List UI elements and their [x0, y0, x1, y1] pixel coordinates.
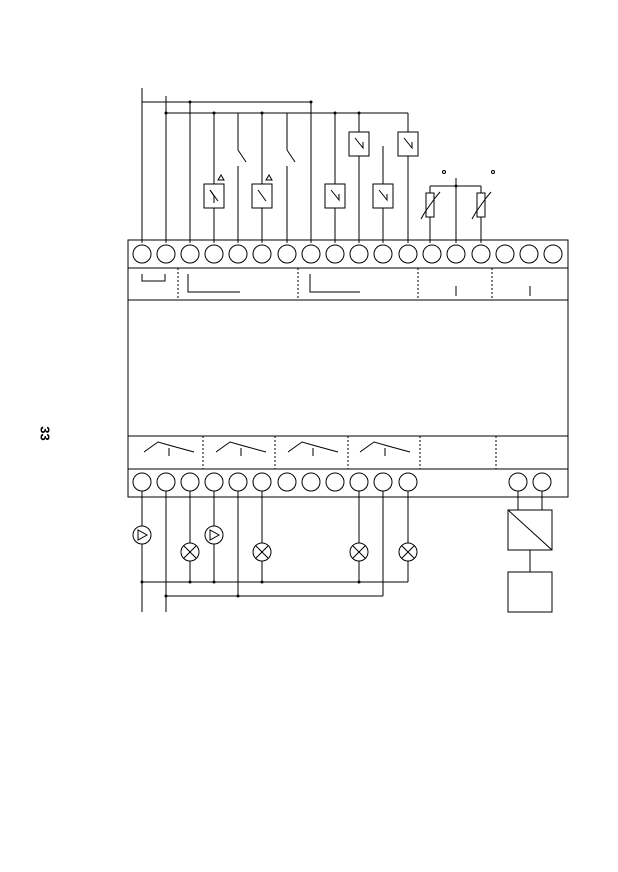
- sensor-icon: [471, 191, 492, 220]
- transformer-icon: [507, 509, 553, 551]
- terminal-icon[interactable]: [398, 472, 418, 492]
- terminal-icon[interactable]: [301, 472, 321, 492]
- terminal-icon[interactable]: [532, 472, 552, 492]
- controller-housing: [127, 239, 569, 498]
- terminal-icon[interactable]: [180, 244, 200, 264]
- terminal-icon[interactable]: [156, 244, 176, 264]
- terminal-icon[interactable]: [519, 244, 539, 264]
- terminal-icon[interactable]: [252, 244, 272, 264]
- terminal-icon[interactable]: [373, 244, 393, 264]
- terminal-icon[interactable]: [422, 244, 442, 264]
- terminal-icon[interactable]: [228, 244, 248, 264]
- thermostat-icon: [348, 131, 370, 157]
- terminal-icon[interactable]: [471, 244, 491, 264]
- terminal-icon[interactable]: [325, 244, 345, 264]
- relay-output-symbol: [143, 441, 195, 456]
- terminal-icon[interactable]: [301, 244, 321, 264]
- thermostat-icon: [324, 183, 346, 209]
- terminal-icon[interactable]: [156, 472, 176, 492]
- terminal-icon[interactable]: [495, 244, 515, 264]
- lamp-icon: [180, 542, 200, 562]
- upper-terminal-row: [132, 244, 563, 264]
- terminal-icon[interactable]: [204, 472, 224, 492]
- relay-output-symbol: [359, 441, 411, 456]
- terminal-icon[interactable]: [132, 472, 152, 492]
- lamp-icon: [398, 542, 418, 562]
- power-supply-box: [507, 571, 553, 613]
- terminal-icon[interactable]: [204, 244, 224, 264]
- lower-terminal-row: [132, 472, 552, 492]
- terminal-icon[interactable]: [180, 472, 200, 492]
- terminal-icon[interactable]: [132, 244, 152, 264]
- pump-icon: [132, 525, 152, 545]
- terminal-icon[interactable]: [252, 472, 272, 492]
- relay-output-symbol: [215, 441, 267, 456]
- thermostat-icon: [397, 131, 419, 157]
- terminal-icon[interactable]: [543, 244, 563, 264]
- lamp-icon: [252, 542, 272, 562]
- upper-label-strip: [141, 268, 531, 300]
- terminal-icon[interactable]: [349, 472, 369, 492]
- pump-icon: [204, 525, 224, 545]
- lower-output-wiring: [140, 491, 543, 612]
- terminal-icon[interactable]: [446, 244, 466, 264]
- supply-rails-top: [141, 88, 408, 243]
- terminal-icon[interactable]: [373, 472, 393, 492]
- terminal-icon[interactable]: [277, 472, 297, 492]
- thermostat-icon: [372, 183, 394, 209]
- lower-label-strip: [143, 436, 497, 469]
- relay-output-symbol: [287, 441, 339, 456]
- upper-input-wiring: [189, 102, 409, 243]
- terminal-icon[interactable]: [398, 244, 418, 264]
- sensor-wiring: [429, 170, 495, 243]
- sensor-icon: [420, 191, 441, 220]
- terminal-icon[interactable]: [508, 472, 528, 492]
- lamp-icon: [349, 542, 369, 562]
- alarm-contact-icon: [251, 174, 273, 209]
- terminal-icon[interactable]: [325, 472, 345, 492]
- terminal-icon[interactable]: [228, 472, 248, 492]
- alarm-contact-icon: [203, 174, 225, 209]
- terminal-icon[interactable]: [277, 244, 297, 264]
- terminal-icon[interactable]: [349, 244, 369, 264]
